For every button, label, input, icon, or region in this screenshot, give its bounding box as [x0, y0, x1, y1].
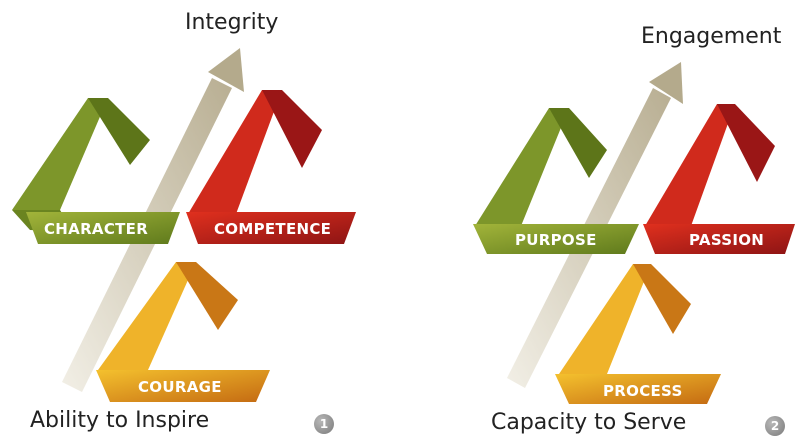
diagram-engagement: PURPOSE PASSION PROCESS Engagement Capac…: [399, 0, 798, 444]
top-label: Integrity: [185, 10, 279, 35]
process-label: PROCESS: [603, 382, 683, 400]
passion-ribbon: PASSION: [643, 104, 795, 254]
bottom-label: Ability to Inspire: [30, 408, 210, 433]
purpose-label: PURPOSE: [515, 231, 597, 249]
ribbon-graphic: PURPOSE PASSION PROCESS: [473, 62, 795, 404]
courage-label: COURAGE: [138, 378, 222, 396]
bottom-label: Capacity to Serve: [491, 410, 687, 435]
purpose-ribbon: PURPOSE: [473, 108, 639, 254]
number-badge: 1: [314, 414, 334, 434]
ribbon-graphic: CHARACTER COMPETENCE COURAGE: [12, 48, 356, 402]
top-label: Engagement: [641, 24, 782, 49]
character-label: CHARACTER: [44, 220, 148, 238]
passion-label: PASSION: [689, 231, 764, 249]
process-ribbon: PROCESS: [555, 264, 721, 404]
competence-ribbon: COMPETENCE: [186, 90, 356, 244]
courage-ribbon: COURAGE: [96, 262, 270, 402]
diagram-integrity: CHARACTER COMPETENCE COURAGE Integrity A…: [12, 10, 356, 434]
character-ribbon: CHARACTER: [12, 98, 180, 244]
number-badge: 2: [765, 416, 785, 436]
competence-label: COMPETENCE: [214, 220, 331, 238]
